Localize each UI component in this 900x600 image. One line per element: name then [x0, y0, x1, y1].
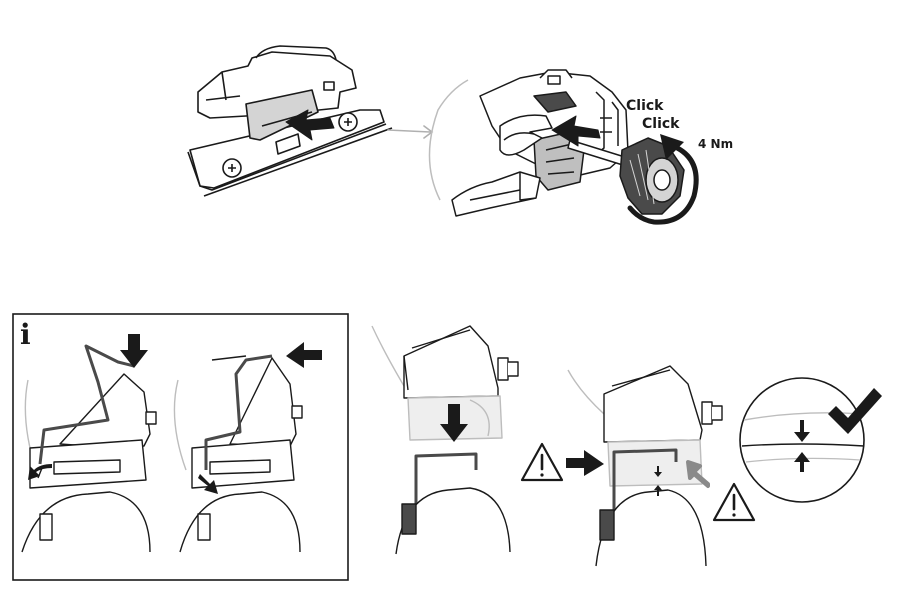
step2-mount-illustration: [371, 325, 519, 555]
check-mark-icon: [828, 388, 882, 434]
torque-rotation-arrow-icon: [627, 134, 699, 225]
down-arrow-icon: [120, 334, 148, 368]
step1-torque-illustration: [428, 69, 685, 217]
step1-bracket-illustration: [187, 45, 393, 197]
warning-icon: [520, 442, 564, 482]
info-panel: i: [12, 313, 349, 581]
push-arrow-icon: [286, 342, 322, 368]
click-label-1: Click: [626, 98, 664, 114]
step2-position-illustration: [567, 365, 723, 567]
detail-magnifier: [739, 377, 865, 503]
torque-value-label: 4 Nm: [698, 137, 733, 151]
click-label-2: Click: [642, 116, 680, 132]
down-arrow-icon: [440, 404, 468, 442]
up-arrow-icon: [794, 452, 810, 472]
up-arrow-icon: [654, 485, 662, 496]
transition-arrow-icon: [387, 125, 434, 139]
install-arrow-icon: [198, 474, 218, 494]
info-right-illustration: [173, 354, 303, 553]
push-arrow-icon: [285, 109, 335, 141]
push-arrow-icon: [566, 450, 604, 476]
removal-arrow-icon: [28, 464, 52, 480]
push-arrow-icon: [686, 460, 710, 488]
push-arrow-icon: [551, 115, 601, 147]
down-arrow-icon: [794, 420, 810, 442]
info-icon: i: [20, 318, 31, 351]
info-left-illustration: [21, 344, 157, 553]
down-arrow-icon: [654, 466, 662, 477]
warning-icon: [712, 482, 756, 522]
